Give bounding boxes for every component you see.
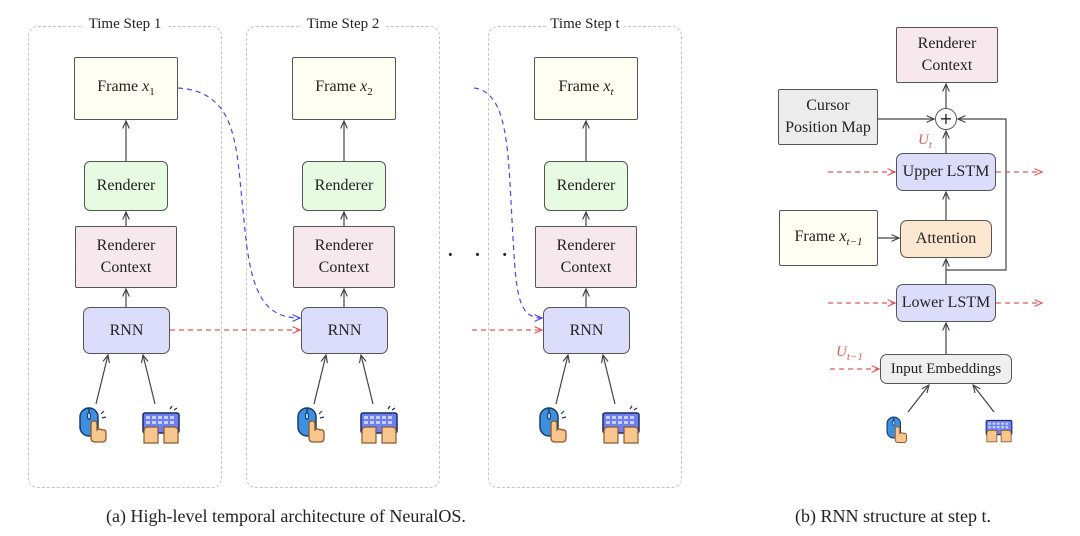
keyboard-typing-icon [360, 405, 398, 444]
keyboard-typing-icon [142, 405, 180, 444]
rnn-t-box: RNN [543, 307, 630, 354]
sum-node: + [935, 108, 957, 130]
attention-box: Attention [900, 220, 992, 258]
arrow-keyboardt-rnnt [603, 355, 616, 405]
time-step-t-title: Time Step t [545, 16, 625, 33]
feedback-frame-prev-rnnt [473, 87, 542, 318]
mouse-click-icon [79, 407, 107, 443]
frame-1-box: Frame x1 [74, 57, 178, 120]
arrow-keyboard1-rnn1 [143, 355, 156, 405]
input-embeddings-box: Input Embeddings [880, 354, 1012, 384]
rnn-1-box: RNN [83, 307, 170, 354]
keyboard-typing-icon [985, 419, 1013, 443]
arrow-mouse-embed [907, 385, 929, 413]
rnn-2-box: RNN [301, 307, 388, 354]
u-t-label: Ut [918, 132, 932, 151]
skip-connection [946, 119, 1007, 271]
renderer-t-box: Renderer [544, 161, 628, 211]
arrow-mouse1-rnn1 [95, 355, 108, 405]
arrow-keyboard2-rnn2 [361, 355, 374, 405]
feedback-frame1-rnn2 [177, 87, 300, 318]
keyboard-typing-icon [602, 405, 640, 444]
time-step-2-title: Time Step 2 [301, 16, 385, 33]
arrow-mouse2-rnn2 [313, 355, 326, 405]
frame-prev-box: Frame xt−1 [779, 210, 878, 266]
caption-b: (b) RNN structure at step t. [795, 506, 991, 526]
upper-lstm-box: Upper LSTM [896, 153, 996, 191]
frame-t-box: Frame xt [534, 57, 638, 120]
mouse-click-icon [886, 416, 907, 443]
arrow-mouset-rnnt [555, 355, 568, 405]
renderer-2-box: Renderer [302, 161, 386, 211]
arrow-keyboard-embed [973, 385, 995, 413]
mouse-click-icon [297, 407, 325, 443]
frame-2-box: Frame x2 [292, 57, 396, 120]
u-prev-label: Ut−1 [836, 344, 863, 363]
mouse-click-icon [539, 407, 567, 443]
time-step-1-title: Time Step 1 [83, 16, 167, 33]
renderer-1-box: Renderer [84, 161, 168, 211]
ellipsis: · · · [446, 240, 515, 269]
lower-lstm-box: Lower LSTM [896, 284, 996, 322]
caption-a: (a) High-level temporal architecture of … [106, 506, 466, 526]
